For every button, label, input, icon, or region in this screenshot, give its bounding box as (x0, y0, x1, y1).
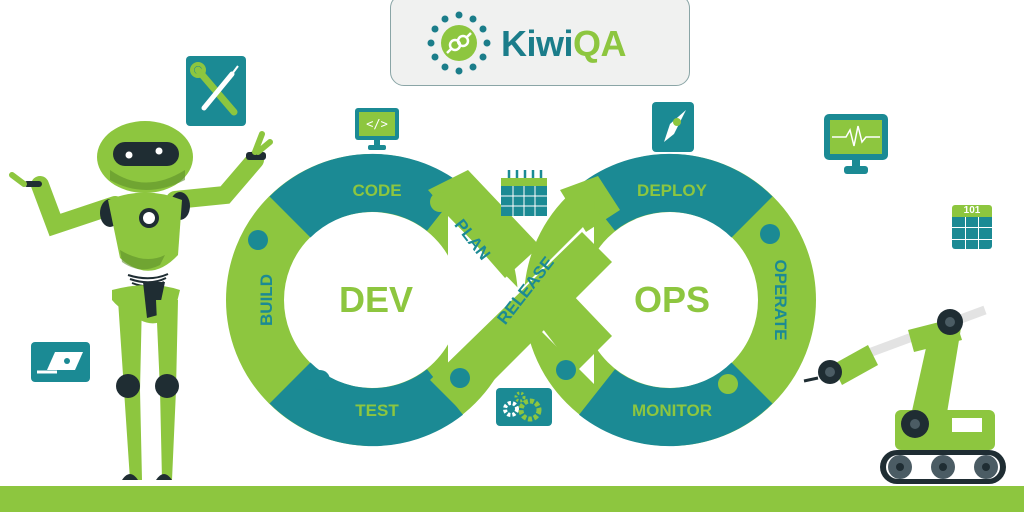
heartbeat-monitor-icon (822, 112, 890, 178)
laptop-icon (31, 342, 90, 382)
brand-name-part2: QA (573, 23, 627, 64)
binary-text: 101 (952, 205, 992, 217)
kiwi-logo-icon (427, 11, 491, 75)
plan-segment (428, 170, 540, 278)
ground-strip (0, 486, 1024, 512)
calendar-icon (497, 168, 551, 218)
brand-name-part1: Kiwi (501, 23, 574, 64)
test-segment (269, 361, 463, 447)
rocket-icon (652, 102, 694, 152)
stage-label-monitor: MONITOR (632, 401, 712, 420)
binary-table-icon: 101 (952, 205, 992, 251)
gears-icon (496, 388, 552, 426)
dev-label: DEV (339, 279, 413, 320)
stage-label-deploy: DEPLOY (637, 181, 708, 200)
code-glyph: </> (359, 112, 395, 136)
brand-name: KiwiQA (501, 23, 627, 65)
ops-label: OPS (634, 279, 710, 320)
stage-label-operate: OPERATE (771, 260, 790, 341)
stage-label-code: CODE (352, 181, 401, 200)
deploy-segment (579, 153, 773, 239)
monitor-segment (579, 361, 773, 447)
release-segment (430, 232, 612, 412)
stage-label-build: BUILD (257, 274, 276, 326)
tools-icon (186, 56, 246, 126)
robotic-arm-illustration (803, 305, 1006, 484)
code-segment (269, 153, 463, 239)
stage-label-test: TEST (355, 401, 399, 420)
humanoid-robot-illustration (9, 121, 273, 480)
code-monitor-icon: </> (355, 108, 399, 152)
brand-logo: KiwiQA (390, 0, 690, 86)
